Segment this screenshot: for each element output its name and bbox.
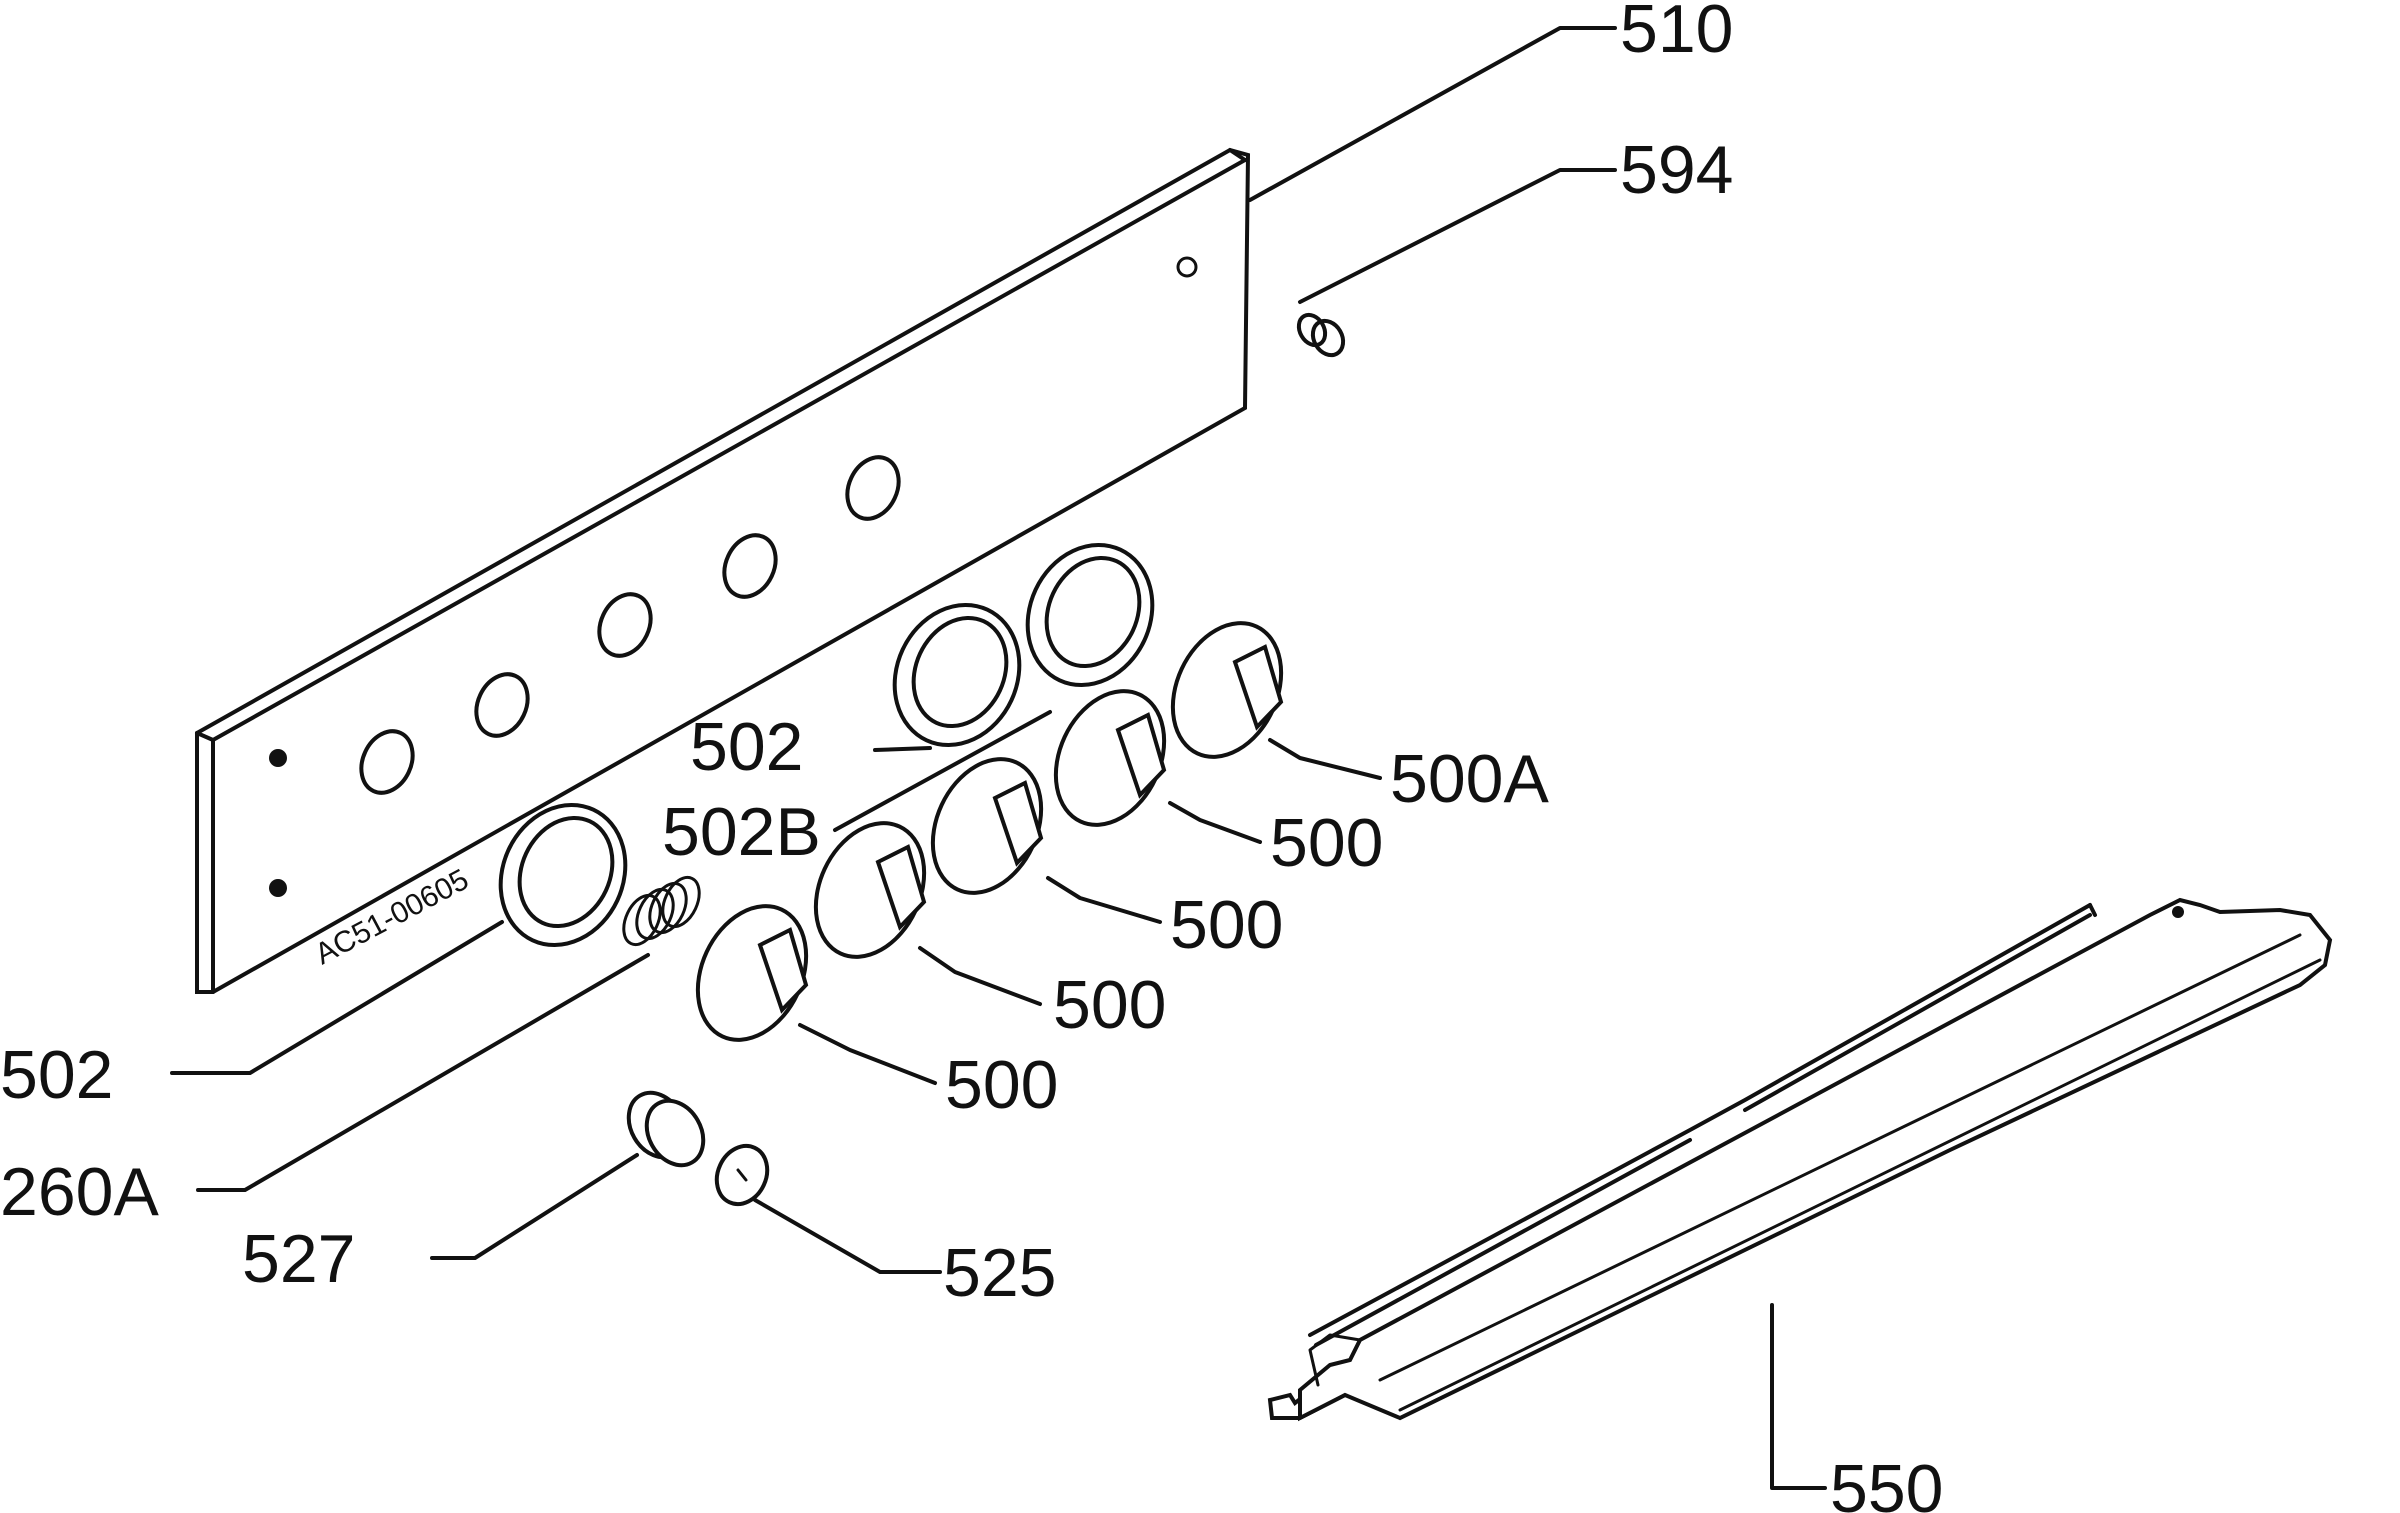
label-260a: 260A — [0, 1154, 159, 1230]
leader-500-2 — [1046, 876, 1162, 924]
label-550: 550 — [1830, 1451, 1943, 1513]
leader-502b — [833, 710, 1052, 832]
panel-knob-hole-4 — [722, 533, 778, 599]
leader-527 — [430, 1153, 639, 1260]
label-594: 594 — [1620, 132, 1733, 208]
bezel-ring-top-1 — [892, 602, 1022, 748]
leader-500-3 — [918, 946, 1042, 1006]
knob-2 — [813, 821, 927, 959]
spring — [622, 875, 701, 947]
leader-550 — [1770, 1303, 1827, 1490]
leader-500a — [1268, 738, 1382, 780]
leader-525 — [753, 1198, 942, 1274]
leader-500-1 — [1168, 801, 1262, 844]
label-500-1: 500 — [1270, 805, 1383, 881]
label-502-left: 502 — [0, 1037, 113, 1113]
leader-260a — [196, 953, 650, 1192]
part-labels: 510 594 502 500A 502B 500 500 500 500 50… — [0, 0, 1943, 1513]
leader-500-4 — [798, 1023, 937, 1085]
label-500-2: 500 — [1170, 887, 1283, 963]
label-527: 527 — [242, 1221, 355, 1297]
button-cap — [626, 1090, 706, 1168]
panel-knob-hole-1 — [359, 729, 415, 795]
panel-knob-hole-2 — [474, 672, 530, 738]
knob-4 — [1053, 689, 1167, 827]
panel-knob-hole-5 — [845, 455, 901, 521]
label-500-3: 500 — [1053, 967, 1166, 1043]
panel-knob-hole-3 — [597, 592, 653, 658]
button-insert — [714, 1143, 770, 1207]
leader-510 — [1248, 26, 1617, 202]
label-502b: 502B — [662, 794, 821, 870]
knob-1 — [695, 904, 809, 1042]
label-510: 510 — [1620, 0, 1733, 67]
bezel-ring-top-2 — [1025, 542, 1155, 688]
screw — [1296, 312, 1346, 358]
panel-hole-bottom-left — [269, 879, 287, 897]
handle-rail — [1267, 897, 2333, 1422]
panel-hole-top-left — [269, 749, 287, 767]
knob-5 — [1170, 621, 1284, 759]
label-500-4: 500 — [945, 1047, 1058, 1123]
label-500a: 500A — [1390, 741, 1549, 817]
panel-hole-right — [1176, 256, 1198, 278]
leader-594 — [1298, 168, 1617, 304]
label-525: 525 — [943, 1235, 1056, 1311]
knob-3 — [930, 757, 1044, 895]
label-502-top: 502 — [690, 709, 803, 785]
leader-502-left — [170, 920, 504, 1075]
bezel-ring-left — [498, 802, 628, 948]
leader-lines — [170, 26, 1827, 1490]
leader-502-top — [873, 746, 932, 752]
